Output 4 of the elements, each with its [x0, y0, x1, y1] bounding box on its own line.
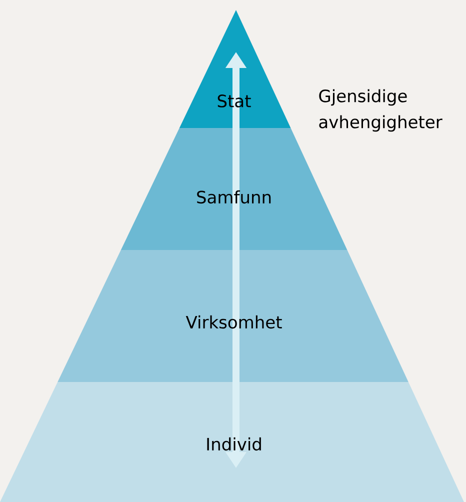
band-label: Virksomhet [186, 315, 282, 329]
band-label: Individ [207, 437, 261, 451]
annotation-text: Gjensidige avhengigheter [319, 89, 442, 132]
band-label: Samfunn [197, 190, 271, 204]
